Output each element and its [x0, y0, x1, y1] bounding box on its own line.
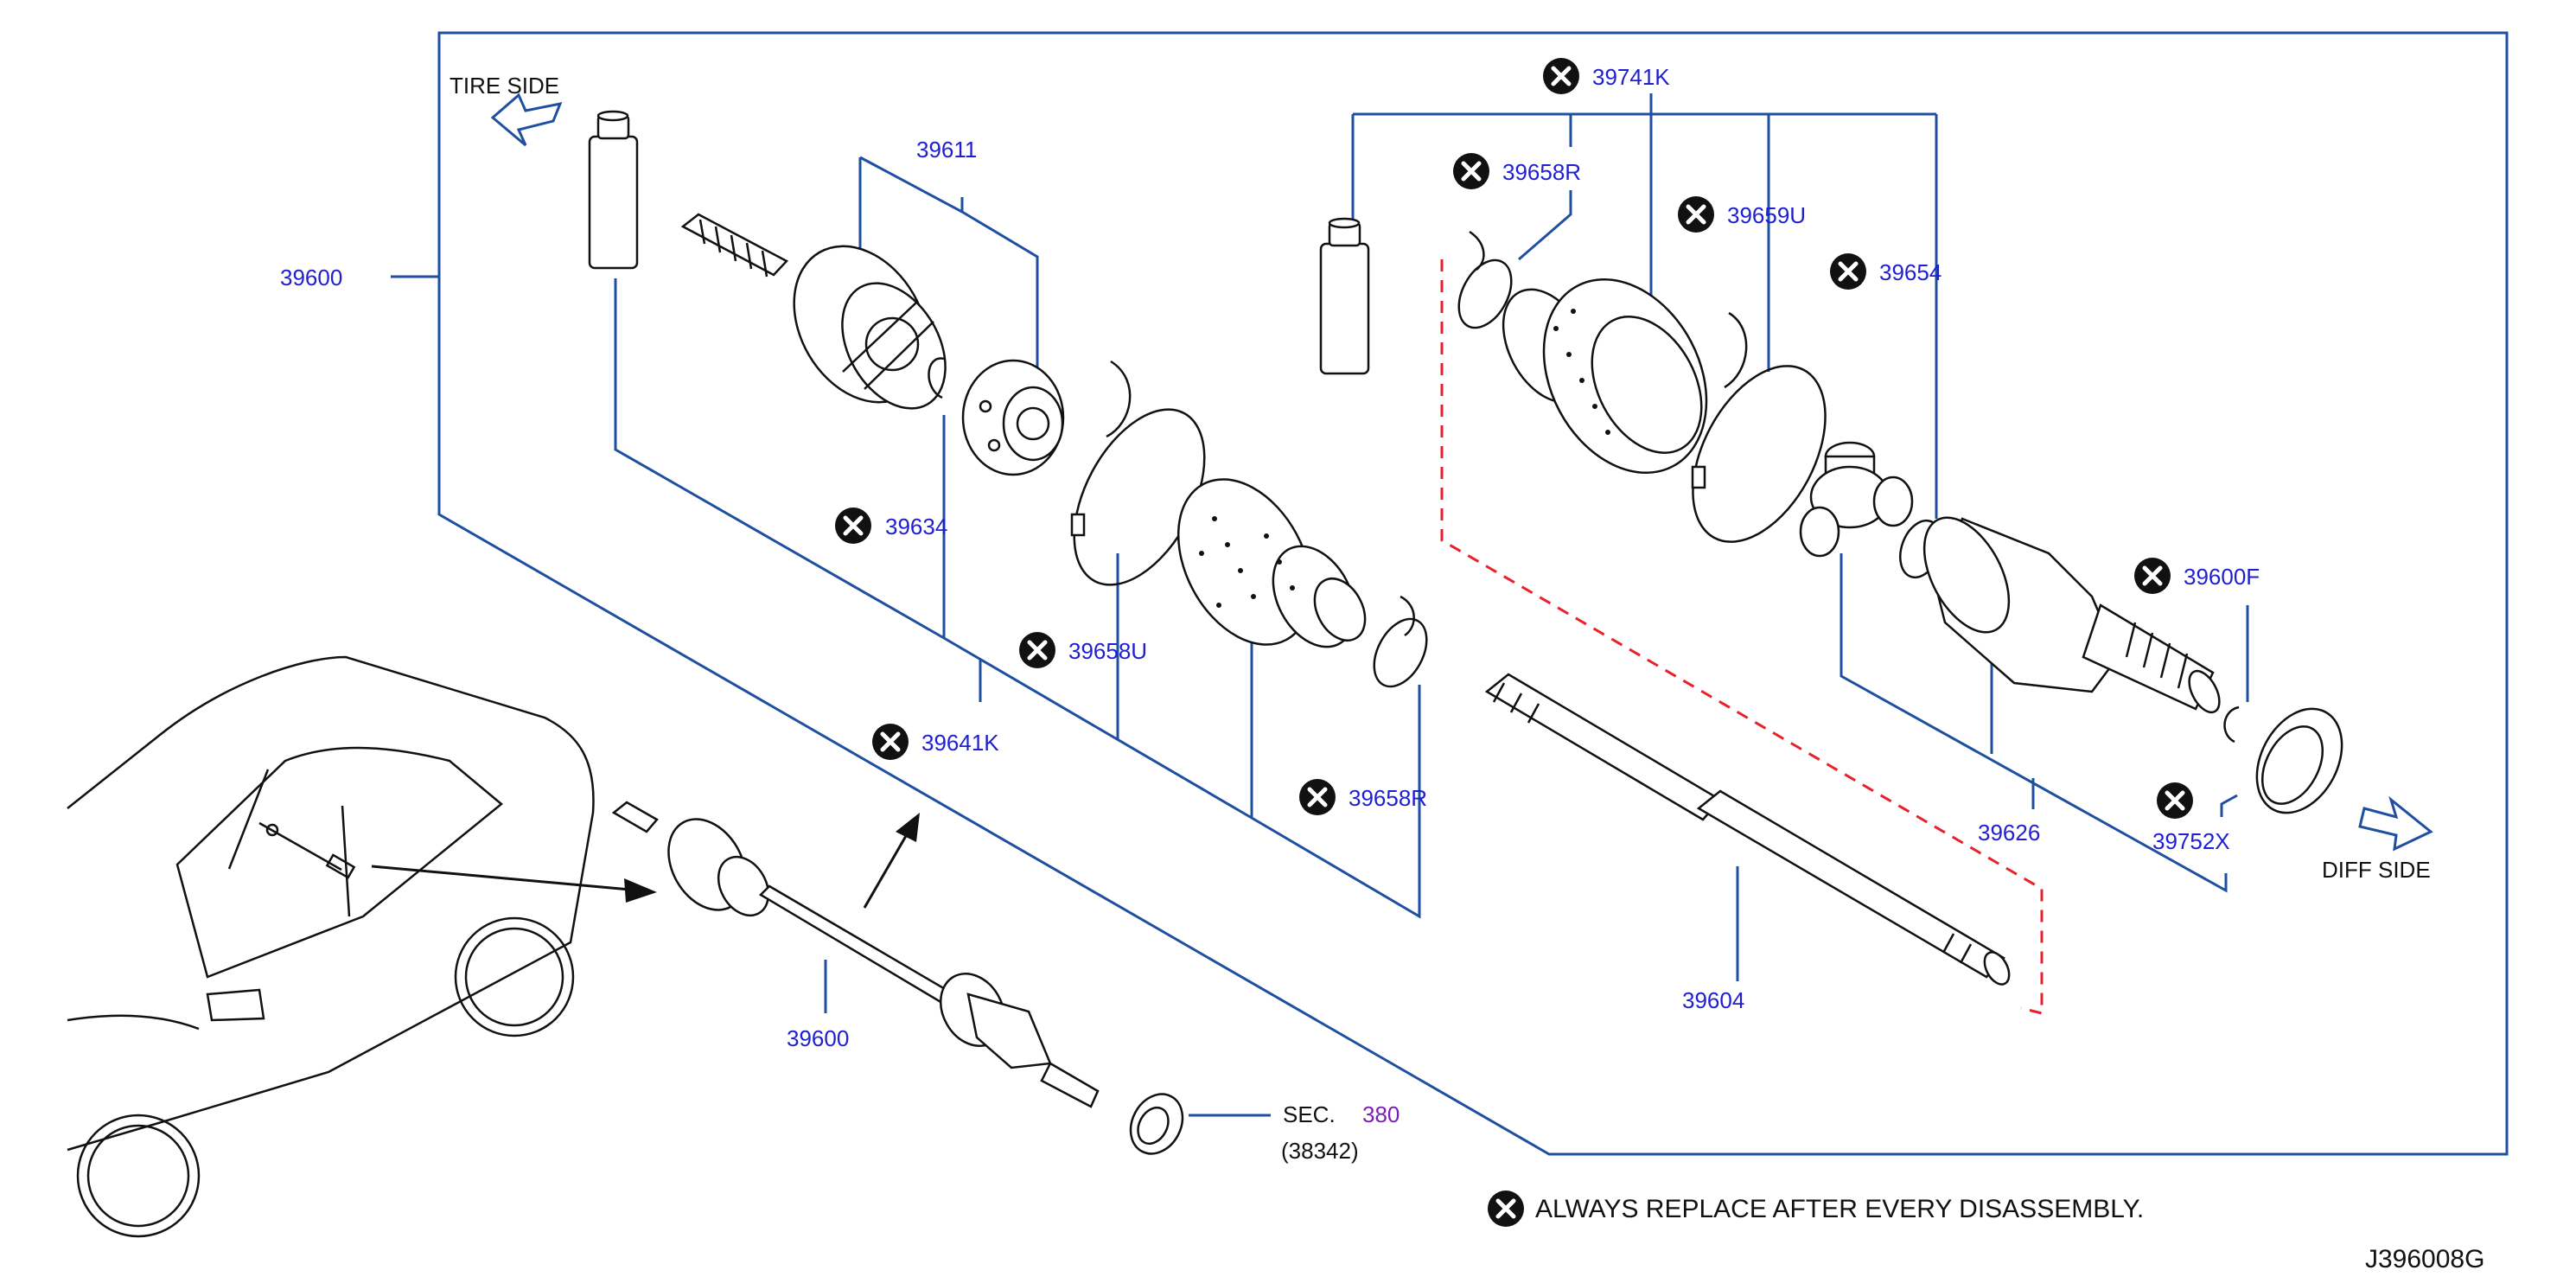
- part-label-39658R-lower: 39658R: [1349, 785, 1427, 811]
- drive-shaft-39604: [1484, 673, 2011, 986]
- inner-joint-housing-39626: [1922, 516, 2221, 714]
- diff-side-arrow: [2358, 795, 2433, 852]
- vehicle-outline: [67, 655, 595, 1238]
- grease-tube-tire-side: [588, 110, 639, 270]
- replace-x-icon: [1453, 153, 1489, 189]
- spider-assembly: [1799, 441, 1914, 558]
- legend-text: ALWAYS REPLACE AFTER EVERY DISASSEMBLY.: [1535, 1195, 2144, 1223]
- part-label-39659U: 39659U: [1727, 202, 1806, 228]
- part-label-39641K: 39641K: [921, 730, 999, 756]
- diff-side-label: DIFF SIDE: [2322, 857, 2431, 883]
- replace-x-icon: [2157, 782, 2193, 819]
- part-label-39626: 39626: [1978, 820, 2040, 846]
- diagram-id: J396008G: [2365, 1245, 2484, 1273]
- replace-x-icon: [1019, 632, 1055, 668]
- replace-x-icon: [1678, 196, 1714, 233]
- part-label-39752X: 39752X: [2152, 828, 2230, 854]
- section-sub: (38342): [1281, 1138, 1359, 1164]
- replace-x-icon: [1299, 779, 1336, 815]
- assembly-frame: [437, 31, 2509, 1156]
- snap-ring-39634: [928, 357, 945, 399]
- part-label-39634: 39634: [885, 514, 947, 539]
- replace-x-icon: [1488, 1190, 1524, 1227]
- part-label-39600-small: 39600: [787, 1025, 849, 1051]
- shaft-group-outline: [1440, 259, 2044, 1015]
- part-label-39604: 39604: [1682, 987, 1744, 1013]
- replace-x-icon: [1830, 253, 1866, 290]
- inner-race-cage: [961, 359, 1065, 476]
- replace-x-icon: [872, 724, 909, 760]
- leader-lines: [614, 93, 2249, 1117]
- replace-x-icon: [1543, 58, 1579, 94]
- part-label-39611: 39611: [916, 137, 977, 163]
- bearing-38342: [1129, 1093, 1184, 1155]
- callout-arrows: [371, 813, 920, 909]
- part-label-39658R-upper: 39658R: [1502, 159, 1581, 185]
- section-number: 380: [1362, 1101, 1400, 1127]
- tire-side-arrow: [490, 93, 563, 147]
- grease-tube-diff-side: [1319, 217, 1370, 375]
- snap-ring-39600F: [2223, 705, 2240, 744]
- part-label-39658U: 39658U: [1068, 638, 1147, 664]
- replace-x-icon: [835, 507, 871, 544]
- part-label-39654: 39654: [1879, 259, 1942, 285]
- seal-39752X: [2255, 707, 2343, 814]
- drive-shaft-assembly-small: [611, 801, 1100, 1108]
- outer-joint-housing: [680, 213, 947, 410]
- outer-boot-39641K: [1176, 478, 1367, 648]
- tire-side-label: TIRE SIDE: [450, 73, 559, 99]
- part-label-39741K: 39741K: [1592, 64, 1670, 90]
- part-label-39600F: 39600F: [2184, 564, 2260, 590]
- inner-boot-39741K: [1502, 278, 1708, 474]
- boot-band-39658R-lower: [1373, 595, 1428, 688]
- section-prefix: SEC.: [1283, 1101, 1336, 1127]
- replace-x-icon: [2134, 558, 2171, 594]
- boot-band-39658R-upper: [1457, 230, 1513, 329]
- vehicle-driveshaft-marker: [258, 821, 356, 879]
- boot-band-39659U: [1691, 311, 1827, 543]
- part-label-39600: 39600: [280, 265, 342, 290]
